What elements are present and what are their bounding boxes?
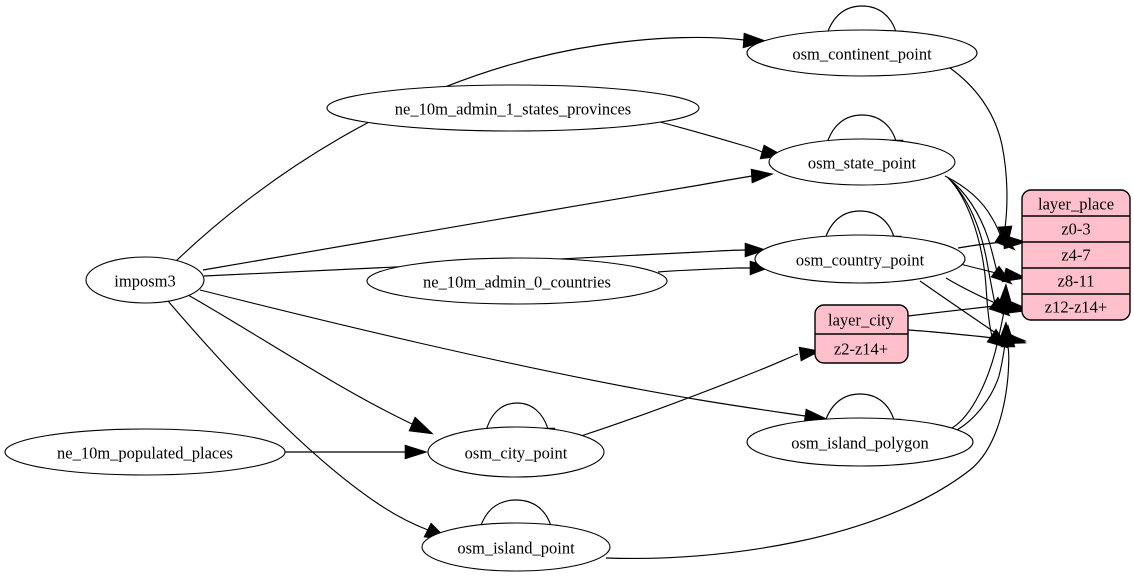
node-osm_island_point-shape[interactable] [421,522,611,572]
node-layer_place-shape[interactable] [1021,189,1131,321]
record-node-layer: layer_place z0-3 z4-7 z8-11 z12-z14+ lay… [814,189,1131,364]
node-osm_country_point-shape[interactable] [754,234,966,284]
edge-admin_0_countries-to-osm_country_point [657,260,772,276]
layer_place-row-z4-7[interactable]: z4-7 [1061,246,1090,265]
node-ne_10m_admin_0_countries-label: ne_10m_admin_0_countries [423,273,611,292]
node-osm_continent_point-shape[interactable] [746,29,978,77]
layer_place-row-z0-3[interactable]: z0-3 [1061,220,1090,239]
layer_place-row-title: layer_place [1038,195,1114,214]
node-ne_10m_admin_0_countries-shape[interactable] [366,257,668,305]
node-osm_state_point-label: osm_state_point [808,154,917,173]
node-osm_continent_point[interactable]: osm_continent_point [746,29,978,77]
edge-osm_island_polygon-to-layer_place-z8-11 [951,283,1013,429]
node-osm_city_point-shape[interactable] [427,426,605,478]
node-imposm3-label: imposm3 [114,272,175,291]
edge-osm_country_point-to-layer_place-z4-7 [959,263,1027,283]
edge-osm_country_point-to-layer_place-z0-3 [957,234,1027,250]
node-osm_island_point[interactable]: osm_island_point [421,522,611,572]
node-layer: imposm3 ne_10m_admin_1_states_provinces … [4,29,978,572]
node-ne_10m_populated_places[interactable]: ne_10m_populated_places [4,428,286,476]
edge-osm_island_point-to-layer_place-z12-z14+ [605,324,1016,559]
edge-osm_city_point-to-layer_city [580,346,821,437]
node-ne_10m_populated_places-shape[interactable] [4,428,286,476]
node-layer_place[interactable]: layer_place z0-3 z4-7 z8-11 z12-z14+ [1021,189,1131,321]
node-osm_island_polygon[interactable]: osm_island_polygon [746,417,974,467]
node-osm_country_point[interactable]: osm_country_point [754,234,966,284]
edge-imposm3-to-osm_continent_point [174,32,767,263]
node-layer_city[interactable]: layer_city z2-z14+ [814,304,909,364]
node-osm_island_point-label: osm_island_point [457,539,575,558]
node-ne_10m_populated_places-label: ne_10m_populated_places [57,444,233,463]
node-osm_city_point[interactable]: osm_city_point [427,426,605,478]
node-osm_continent_point-label: osm_continent_point [792,45,932,64]
node-osm_city_point-label: osm_city_point [465,444,568,463]
node-ne_10m_admin_1_states_provinces[interactable]: ne_10m_admin_1_states_provinces [326,84,700,132]
edge-imposm3-to-osm_state_point [202,168,774,271]
edge-imposm3-to-osm_city_point [187,294,434,435]
node-ne_10m_admin_1_states_provinces-shape[interactable] [326,84,700,132]
layer_place-row-z8-11[interactable]: z8-11 [1058,272,1095,291]
node-osm_country_point-label: osm_country_point [796,251,925,270]
layer_place-row-z12-z14plus[interactable]: z12-z14+ [1045,298,1107,317]
edge-states_provinces-to-osm_state_point [659,121,785,160]
node-ne_10m_admin_1_states_provinces-label: ne_10m_admin_1_states_provinces [395,100,631,119]
node-osm_state_point-shape[interactable] [768,138,956,186]
layer_city-row-title: layer_city [828,311,895,330]
node-imposm3-shape[interactable] [85,256,205,304]
node-osm_island_polygon-label: osm_island_polygon [791,434,929,453]
node-osm_island_polygon-shape[interactable] [746,417,974,467]
edge-populated_places-to-osm_city_point [285,444,428,460]
node-imposm3[interactable]: imposm3 [85,256,205,304]
node-osm_state_point[interactable]: osm_state_point [768,138,956,186]
node-ne_10m_admin_0_countries[interactable]: ne_10m_admin_0_countries [366,257,668,305]
layer_city-row-z2-z14plus[interactable]: z2-z14+ [834,340,888,359]
